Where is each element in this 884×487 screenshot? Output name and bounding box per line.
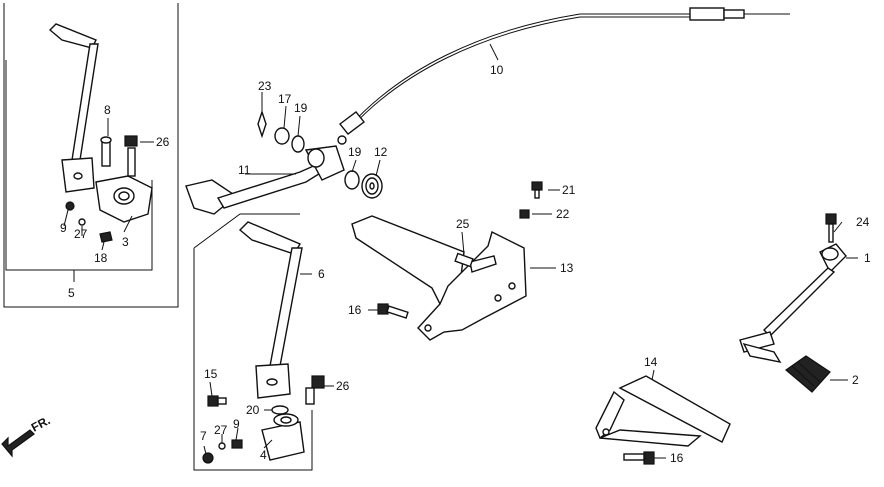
kick-lever-left — [48, 23, 99, 193]
label-16-lower: 16 — [670, 451, 684, 465]
o-ring-19-lower — [344, 170, 360, 190]
label-4: 4 — [260, 448, 267, 462]
shift-rubber-2 — [785, 355, 831, 393]
washer-17 — [274, 127, 290, 145]
label-5: 5 — [68, 286, 75, 300]
label-3: 3 — [122, 235, 129, 249]
label-2: 2 — [852, 373, 859, 387]
label-22: 22 — [556, 207, 570, 221]
kick-lever-assembly-box — [193, 213, 313, 471]
rear-step-bracket-13 — [351, 215, 527, 341]
bolt-21 — [531, 181, 543, 199]
label-26-left: 26 — [156, 135, 170, 149]
label-23: 23 — [258, 79, 272, 93]
nut-9-left — [65, 201, 75, 211]
label-27-left: 27 — [74, 227, 88, 241]
label-27-lower: 27 — [214, 423, 228, 437]
nut-22 — [519, 209, 530, 219]
bolt-16-lower — [623, 451, 655, 465]
washer-27-left — [78, 218, 86, 226]
nut-7 — [202, 452, 214, 464]
label-9-lower: 9 — [233, 417, 240, 431]
footpeg-14 — [595, 375, 731, 447]
label-19-upper: 19 — [294, 101, 308, 115]
label-24: 24 — [856, 215, 870, 229]
pin-18 — [99, 231, 113, 243]
label-15: 15 — [204, 367, 218, 381]
label-7: 7 — [200, 429, 207, 443]
screw-9-lower — [231, 439, 243, 449]
bolt-8 — [100, 136, 112, 167]
bolt-25 — [454, 252, 474, 268]
label-13: 13 — [560, 261, 574, 275]
washer-27-lower — [218, 442, 226, 450]
kickstarter-assembly-box — [3, 3, 179, 308]
kick-lever-6 — [238, 221, 303, 399]
label-19-lower: 19 — [348, 145, 362, 159]
label-9-left: 9 — [60, 221, 67, 235]
callout-labels: 1 2 3 4 5 6 7 8 9 9 10 11 12 13 14 15 16… — [60, 63, 871, 465]
label-10: 10 — [490, 63, 504, 77]
brake-pedal-11 — [185, 145, 345, 215]
kick-spindle-4 — [261, 413, 305, 461]
label-8: 8 — [104, 103, 111, 117]
o-ring-19-upper — [291, 135, 305, 153]
return-spring-12 — [361, 173, 383, 199]
control-cable-10 — [337, 7, 790, 145]
label-20: 20 — [246, 403, 260, 417]
label-1: 1 — [864, 251, 871, 265]
label-14: 14 — [644, 355, 658, 369]
bolt-24 — [825, 213, 837, 243]
label-12: 12 — [374, 145, 388, 159]
o-ring-20 — [271, 405, 289, 415]
label-6: 6 — [318, 267, 325, 281]
label-18: 18 — [94, 251, 108, 265]
shift-lever-1 — [739, 243, 847, 363]
label-26-right: 26 — [336, 379, 350, 393]
label-17: 17 — [278, 92, 292, 106]
direction-label: FR. — [29, 413, 53, 434]
label-11: 11 — [238, 163, 251, 177]
front-direction-arrow-icon — [1, 429, 35, 458]
label-21: 21 — [562, 183, 576, 197]
bolt-16-upper — [377, 303, 409, 319]
kick-spindle-3 — [95, 175, 153, 223]
label-16-upper: 16 — [348, 303, 362, 317]
bolt-26-right — [305, 375, 325, 405]
leader-lines — [63, 43, 858, 459]
bolt-15 — [207, 395, 227, 407]
bolt-26-left — [124, 135, 138, 177]
cotter-pin-23 — [257, 109, 267, 139]
label-25: 25 — [456, 217, 470, 231]
